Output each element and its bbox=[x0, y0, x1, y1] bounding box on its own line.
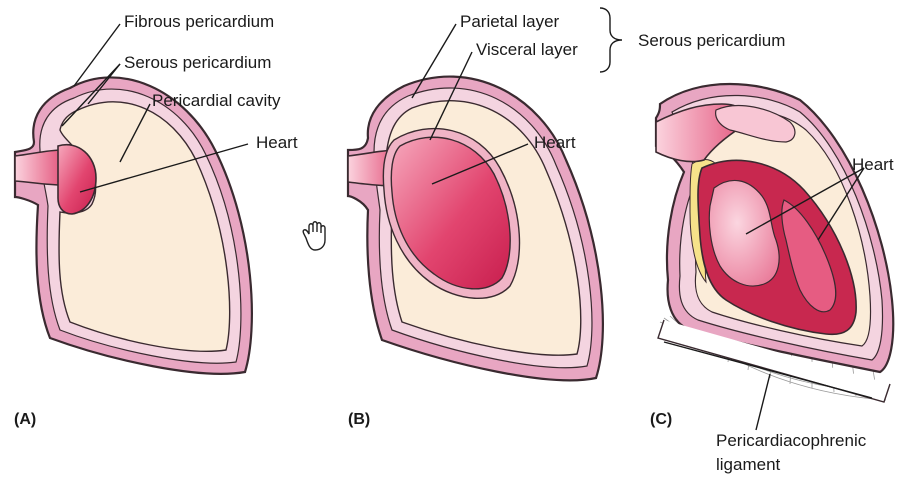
label-ligament-line2: ligament bbox=[716, 455, 781, 474]
panel-tag-b: (B) bbox=[348, 411, 370, 428]
label-fibrous-pericardium: Fibrous pericardium bbox=[124, 12, 274, 31]
label-visceral-layer: Visceral layer bbox=[476, 40, 578, 59]
label-ligament-line1: Pericardiacophrenic bbox=[716, 431, 867, 450]
label-serous-pericardium: Serous pericardium bbox=[124, 53, 271, 72]
panel-c: Heart Pericardiacophrenic ligament (C) bbox=[650, 84, 894, 474]
serous-brace bbox=[600, 8, 622, 72]
label-heart-b: Heart bbox=[534, 133, 576, 152]
label-pericardial-cavity: Pericardial cavity bbox=[152, 91, 281, 110]
panel-tag-c: (C) bbox=[650, 411, 672, 428]
label-heart-a: Heart bbox=[256, 133, 298, 152]
great-vessel-shape bbox=[15, 150, 62, 185]
hand-pointer-icon bbox=[303, 222, 325, 250]
label-parietal-layer: Parietal layer bbox=[460, 12, 560, 31]
label-serous-pericardium-b: Serous pericardium bbox=[638, 31, 785, 50]
panel-a: Fibrous pericardium Serous pericardium P… bbox=[14, 12, 298, 428]
leader-ligament bbox=[756, 374, 770, 430]
panel-tag-a: (A) bbox=[14, 411, 36, 428]
label-heart-c: Heart bbox=[852, 155, 894, 174]
